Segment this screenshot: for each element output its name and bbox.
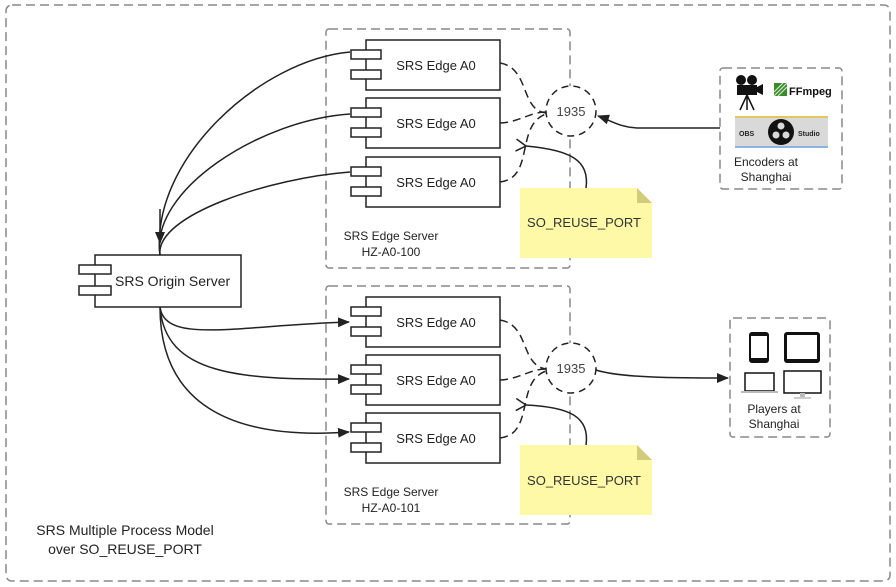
so-reuse-port-note-1: SO_REUSE_PORT [520,188,652,258]
component-port-icon [78,264,112,275]
svg-text:OBS: OBS [739,131,755,138]
edge-to-port-dash [499,319,547,370]
edge-group-2-label: SRS Edge Server [344,485,439,499]
edge-group-1-label: SRS Edge Server [344,229,439,243]
note-to-port-arrow-1 [515,138,588,189]
component-port-icon [350,69,382,80]
origin-to-edge-6-line [159,306,350,438]
obs-studio-logo: OBS Studio [735,116,828,148]
svg-text:Studio: Studio [798,131,820,138]
port-circle-1 [545,85,597,137]
port-label-1: 1935 [557,104,586,119]
edge-server-component[interactable]: SRS Edge A0 [350,354,501,406]
component-port-icon [350,326,382,337]
edge-to-port-dash [499,62,547,114]
component-port-icon [350,166,382,177]
encoders-to-port-arrow [597,114,720,129]
tablet-icon [784,332,820,363]
edge-server-label: SRS Edge A0 [396,373,476,388]
diagram-title-line-1: SRS Multiple Process Model [36,522,213,538]
note-to-port-arrow-2 [515,397,588,446]
edge-server-component[interactable]: SRS Edge A0 [350,412,501,464]
encoders-group [719,67,843,190]
component-port-icon [350,306,382,317]
port-label-2: 1935 [557,361,586,376]
origin-to-edge-5-line [159,306,350,385]
ffmpeg-logo: FFmpeg [773,82,832,98]
edge-server-label: SRS Edge A0 [396,431,476,446]
component-port-icon [350,107,382,118]
edge-server-component[interactable]: SRS Edge A0 [350,39,501,91]
port-to-players-arrow [595,369,729,383]
svg-text:FFmpeg: FFmpeg [789,86,832,98]
players-group [729,317,831,438]
edge-server-component[interactable]: SRS Edge A0 [350,97,501,149]
component-port-icon [350,422,382,433]
so-reuse-port-note-2: SO_REUSE_PORT [520,445,652,515]
edge-server-group-1 [325,28,571,269]
origin-server-label: SRS Origin Server [115,273,230,289]
svg-text:SO_REUSE_PORT: SO_REUSE_PORT [527,473,641,488]
port-circle-2 [545,342,597,394]
diagram-title-line-2: over SO_REUSE_PORT [48,541,202,557]
edge-to-port-dash [499,111,547,124]
monitor-icon [783,370,822,399]
origin-to-edge-2-line [158,113,351,256]
laptop-icon [741,372,778,393]
edge-server-component[interactable]: SRS Edge A0 [350,296,501,348]
edge-server-group-2 [325,285,571,525]
edge-group-1-host: HZ-A0-100 [362,245,421,259]
edge-server-component[interactable]: SRS Edge A0 [350,156,501,208]
component-port-icon [78,285,112,296]
encoders-location: Shanghai [741,170,792,184]
players-label: Players at [747,402,801,416]
video-camera-icon [736,75,763,111]
edge-server-label: SRS Edge A0 [396,58,476,73]
origin-to-edge-4-line [159,306,350,331]
edge-group-2-host: HZ-A0-101 [362,501,421,515]
component-port-icon [350,127,382,138]
component-port-icon [350,384,382,395]
encoders-label: Encoders at [734,155,799,169]
players-location: Shanghai [749,417,800,431]
component-port-icon [350,442,382,453]
outer-boundary [5,4,891,582]
component-port-icon [350,364,382,375]
origin-to-edge-3-line [159,171,351,256]
component-port-icon [350,49,382,60]
edge-server-label: SRS Edge A0 [396,315,476,330]
edge-server-label: SRS Edge A0 [396,116,476,131]
phone-icon [749,332,769,363]
svg-text:SO_REUSE_PORT: SO_REUSE_PORT [527,215,641,230]
edge-to-port-dash [499,370,547,439]
edge-server-label: SRS Edge A0 [396,175,476,190]
component-port-icon [350,186,382,197]
origin-server-component[interactable]: SRS Origin Server [78,254,242,308]
origin-to-edge-1-line [158,51,351,256]
edge-to-port-dash [499,368,547,381]
